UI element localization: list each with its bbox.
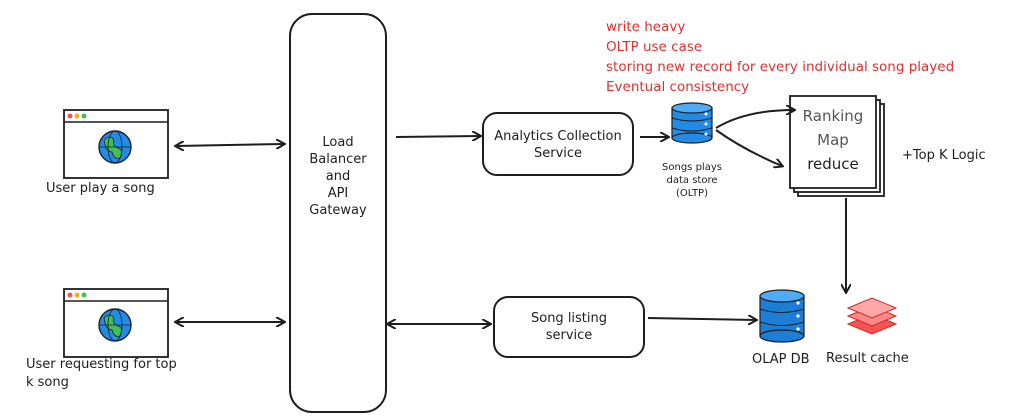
songs-store-line-1: Songs plays	[662, 162, 722, 173]
note-oltp: OLTP use case	[606, 39, 703, 55]
analytics-service-label: Analytics Collection Service	[478, 128, 638, 162]
ranking-label: Ranking Map reduce	[790, 104, 876, 176]
top-k-logic-label: +Top K Logic	[902, 148, 986, 163]
gateway-label: Load Balancer and API Gateway	[290, 134, 386, 219]
ranking-line-3: reduce	[807, 155, 859, 173]
ranking-line-1: Ranking	[802, 107, 864, 125]
browser-window-2	[63, 288, 169, 358]
gateway-line-2: Balancer	[309, 152, 367, 167]
song-listing-box	[493, 296, 645, 358]
connector-arrows	[176, 110, 846, 324]
note-storing: storing new record for every individual …	[606, 59, 955, 75]
song-listing-line-1: Song listing	[530, 311, 608, 326]
songs-store-line-2: data store	[666, 175, 718, 186]
note-eventual: Eventual consistency	[606, 79, 750, 95]
note-write-heavy: write heavy	[606, 19, 686, 35]
analytics-service-box	[482, 112, 634, 176]
gateway-box	[289, 13, 387, 413]
songs-store-db-icon	[671, 102, 713, 144]
browser-window-1	[63, 109, 169, 179]
songs-store-label: Songs plays data store (OLTP)	[646, 161, 738, 200]
globe-icon	[98, 308, 132, 342]
client-label-request-2: k song	[26, 375, 69, 390]
analytics-line-1: Analytics Collection	[494, 129, 622, 144]
result-cache-label: Result cache	[826, 351, 909, 366]
songs-store-line-3: (OLTP)	[675, 188, 708, 199]
gateway-line-3: and	[325, 169, 351, 184]
globe-icon	[98, 130, 132, 164]
ranking-line-2: Map	[817, 131, 849, 149]
olap-db-icon	[759, 289, 805, 343]
result-cache-icon	[846, 297, 898, 335]
analytics-line-2: Service	[533, 146, 583, 161]
gateway-line-4: API	[327, 186, 349, 201]
olap-db-label: OLAP DB	[752, 352, 810, 367]
ranking-stack	[789, 95, 885, 197]
client-label-play: User play a song	[46, 181, 155, 196]
song-listing-label: Song listing service	[494, 310, 644, 344]
gateway-line-5: Gateway	[309, 203, 367, 218]
song-listing-line-2: service	[545, 328, 593, 343]
gateway-line-1: Load	[322, 135, 354, 150]
client-label-request-1: User requesting for top	[26, 357, 177, 372]
